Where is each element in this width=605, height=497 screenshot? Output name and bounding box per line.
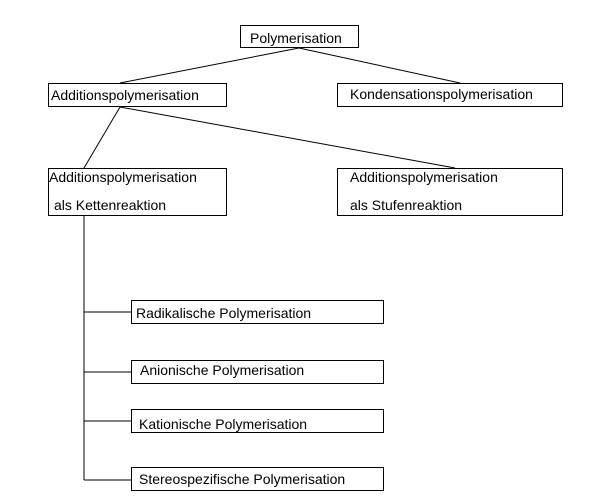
node-label-line1: Additionspolymerisation (350, 169, 498, 185)
node-radikalische: Radikalische Polymerisation (131, 300, 384, 324)
node-label: Kationische Polymerisation (139, 416, 308, 432)
node-label-line1: Additionspolymerisation (49, 169, 197, 185)
edge-root-addition (119, 47, 300, 84)
node-anionische: Anionische Polymerisation (131, 360, 384, 384)
node-kationische: Kationische Polymerisation (131, 409, 384, 433)
node-stufenreaktion: Additionspolymerisation als Stufenreakti… (337, 168, 563, 216)
node-additionspolymerisation: Additionspolymerisation (48, 83, 227, 107)
node-kondensationspolymerisation: Kondensationspolymerisation (337, 83, 563, 107)
node-label-line2: als Stufenreaktion (350, 197, 463, 213)
edge-addition-kette (83, 106, 121, 169)
node-kettenreaktion: Additionspolymerisation als Kettenreakti… (48, 168, 227, 216)
node-label: Additionspolymerisation (51, 87, 199, 103)
edge-addition-stufe (119, 106, 456, 169)
node-label: Radikalische Polymerisation (136, 305, 312, 321)
node-label: Anionische Polymerisation (140, 362, 305, 378)
node-label: Polymerisation (250, 30, 342, 46)
node-label-line2: als Kettenreaktion (54, 197, 167, 213)
node-label: Stereospezifische Polymerisation (139, 471, 346, 487)
node-stereospezifische: Stereospezifische Polymerisation (131, 467, 384, 491)
edge-root-kondensation (298, 47, 461, 84)
node-polymerisation: Polymerisation (240, 25, 359, 48)
node-label: Kondensationspolymerisation (350, 86, 533, 102)
